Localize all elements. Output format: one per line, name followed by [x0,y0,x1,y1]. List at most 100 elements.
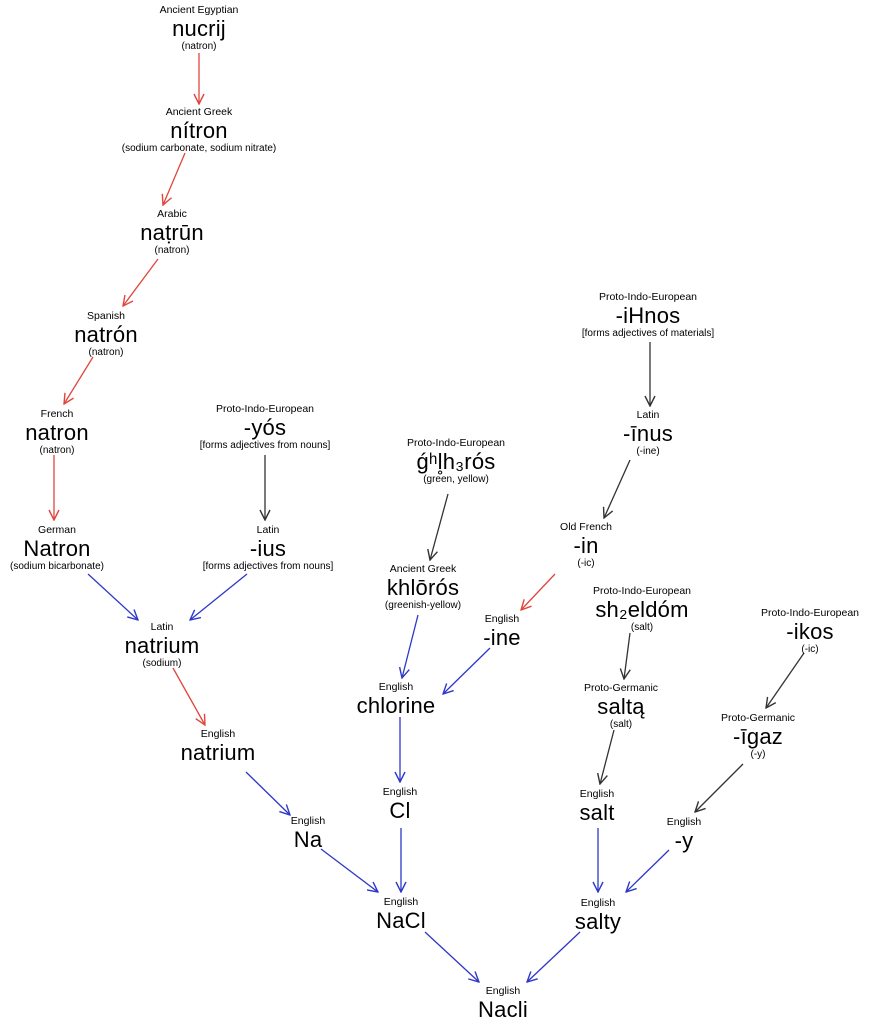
node-word: chlorine [356,692,436,718]
arrow-nacl-to-nacli [424,931,479,982]
node-language: English [485,985,521,997]
arrow-natron-es-to-natron-fr [64,356,94,404]
node-gloss: (natron) [39,444,75,456]
arrow-natrun-to-natron-es [123,258,159,306]
node-language: English [484,613,520,625]
arrow-salty-to-nacli [527,931,581,982]
node-gloss: (-ine) [636,445,660,457]
node-word: -īgaz [733,723,783,749]
node-language: Latin [636,409,660,421]
arrow-in-ofr-to-ine [521,573,556,610]
arrow-sh2eldom-to-salta [624,632,630,679]
node-ine: English-ine [483,614,521,650]
node-gloss: (-y) [750,748,766,760]
node-word: Na [293,826,323,852]
node-word: Cl [389,797,411,823]
node-yos: Proto-Indo-European-yós[forms adjectives… [200,404,331,451]
node-gloss: (-ic) [577,557,595,569]
node-language: English [579,788,615,800]
node-language: Arabic [157,208,187,220]
node-word: nucrij [172,15,226,41]
node-language: English [666,816,702,828]
node-word: khlōrós [386,574,460,600]
node-word: Natron [23,535,91,561]
node-language: English [382,786,418,798]
arrow-igaz-to-y [695,763,744,812]
node-word: nítron [170,117,228,143]
node-language: Proto-Indo-European [406,437,506,449]
node-language: English [290,815,326,827]
node-gloss: (green, yellow) [423,473,489,485]
node-word: Nacli [478,996,528,1022]
arrow-ine-to-chlorine [443,647,491,694]
node-inus: Latin-īnus(-ine) [623,410,673,457]
node-language: Proto-Germanic [720,712,796,724]
node-word: natrium [124,632,200,658]
node-gloss: [forms adjectives from nouns] [202,560,334,572]
node-language: Ancient Egyptian [159,4,239,16]
node-language: Latin [150,621,174,633]
node-word: natron [25,419,89,445]
node-language: Proto-Indo-European [592,585,692,597]
arrow-natrium-en-to-na [245,771,290,815]
node-word: natrium [180,739,256,765]
node-word: -ius [249,535,287,561]
arrow-nitron-to-natrun [163,152,186,205]
arrow-khloros-to-chlorine [402,614,419,678]
node-word: -in [573,532,599,558]
node-word: salt [579,799,615,825]
arrow-natrium-la-to-natrium-en [172,667,205,725]
node-gloss: (salt) [609,718,633,730]
node-language: Proto-Germanic [583,682,659,694]
node-gloss: (natron) [181,40,217,52]
node-word: -ine [483,624,521,650]
arrow-ikos-to-igaz [766,652,805,708]
arrow-inus-to-in-ofr [604,459,631,518]
node-language: Spanish [87,310,125,322]
node-word: NaCl [376,907,426,933]
node-language: Latin [256,524,280,536]
node-word: sh₂eldóm [595,596,689,622]
node-language: English [378,681,414,693]
arrow-salta-to-salt [600,729,615,784]
node-gloss: [forms adjectives of materials] [581,327,715,339]
arrow-natron-de-to-natrium-la [87,573,138,620]
node-gloss: (salt) [630,621,654,633]
node-gloss: (sodium bicarbonate) [10,560,104,572]
node-ius: Latin-ius[forms adjectives from nouns] [203,525,334,572]
node-gloss: (sodium) [142,657,182,669]
node-igaz: Proto-Germanic-īgaz(-y) [721,713,795,760]
node-word: -iHnos [615,302,681,328]
node-word: saltą [597,693,645,719]
arrow-na-to-nacl [320,848,378,892]
node-gloss: [forms adjectives from nouns] [199,439,331,451]
node-word: -yós [243,414,287,440]
node-gloss: (-ic) [801,643,819,655]
node-ikos: Proto-Indo-European-ikos(-ic) [761,608,859,655]
node-language: English [383,896,419,908]
node-ihnos: Proto-Indo-European-iHnos[forms adjectiv… [582,292,714,339]
node-word: -ikos [786,618,834,644]
node-word: naṭrūn [140,219,204,245]
node-gloss: (sodium carbonate, sodium nitrate) [121,142,277,154]
node-language: Ancient Greek [165,106,233,118]
node-language: English [580,897,616,909]
